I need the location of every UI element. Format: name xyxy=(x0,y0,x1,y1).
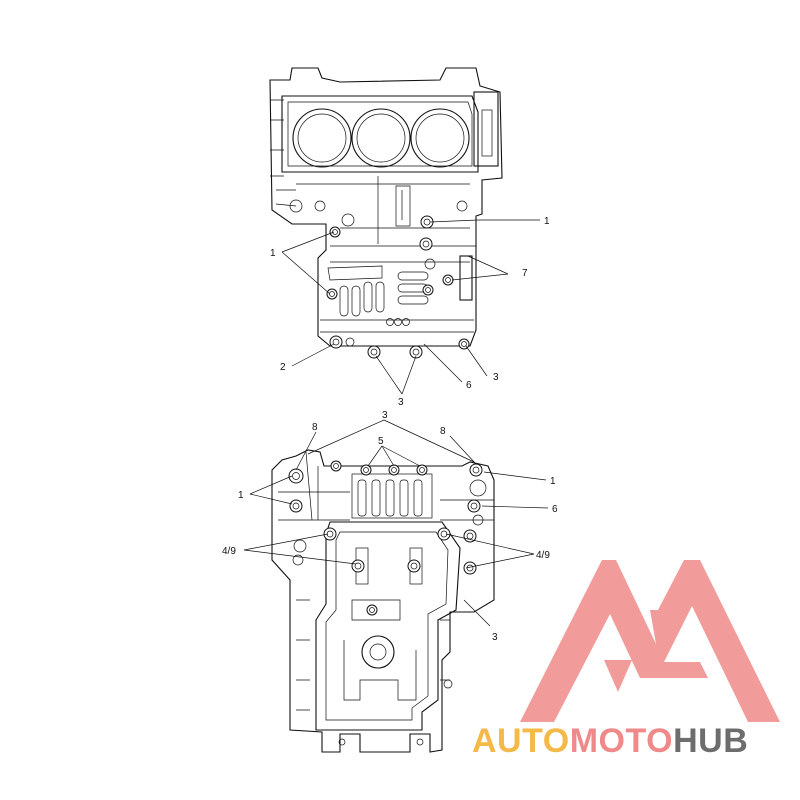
wordmark-hub: HUB xyxy=(673,722,748,760)
lower-callouts: 3 8 8 5 1 1 6 4/9 4/9 3 xyxy=(222,410,558,643)
callout-8-lower-left: 8 xyxy=(312,422,318,433)
callout-1-lower-left: 1 xyxy=(238,490,244,501)
callout-1-lower-right: 1 xyxy=(550,476,556,487)
callout-7-upper: 7 xyxy=(522,268,528,279)
callout-3-upper-right: 3 xyxy=(493,372,499,383)
callout-2-upper: 2 xyxy=(280,362,286,373)
callout-1-upper-right: 1 xyxy=(544,216,550,227)
callout-3-lower-right: 3 xyxy=(492,632,498,643)
callout-5-lower: 5 xyxy=(378,436,384,447)
callout-4-9-lower-left: 4/9 xyxy=(222,546,236,557)
upper-leader-lines xyxy=(281,219,540,395)
automotohub-logo xyxy=(520,560,780,722)
callout-6-upper: 6 xyxy=(466,380,472,391)
callout-4-9-lower-right: 4/9 xyxy=(536,550,550,561)
lower-crankcase-drawing xyxy=(271,449,495,753)
callout-3-upper-bottom: 3 xyxy=(398,397,404,408)
callout-3-lower-top: 3 xyxy=(382,410,388,421)
lower-leader-lines xyxy=(243,419,549,627)
callout-1-upper-left: 1 xyxy=(270,248,276,259)
logo-triangle-mark xyxy=(520,560,780,722)
automotohub-wordmark: AUTOMOTOHUB xyxy=(472,722,748,760)
callout-8-lower-right: 8 xyxy=(440,426,446,437)
svg-text:AUTOMOTOHUB: AUTOMOTOHUB xyxy=(472,722,748,760)
wordmark-moto: MOTO xyxy=(570,722,673,760)
upper-crankcase-drawing xyxy=(269,67,503,359)
callout-6-lower: 6 xyxy=(552,504,558,515)
wordmark-auto: AUTO xyxy=(472,722,570,760)
upper-callouts: 1 1 7 2 3 6 3 xyxy=(270,216,550,408)
